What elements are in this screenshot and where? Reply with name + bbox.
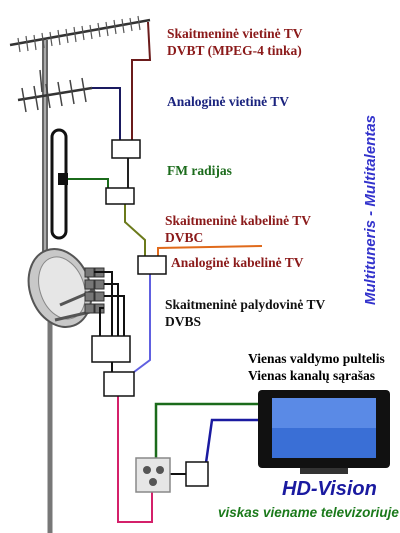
wire-pink [117, 396, 153, 523]
slogan: viskas viename televizoriuje ! [218, 505, 400, 520]
label-analog-local: Analoginė vietinė TV [167, 94, 290, 109]
wire-satellite-lnb [94, 271, 125, 336]
yagi-antenna-middle-icon [17, 69, 93, 113]
label-remote-line1: Vienas valdymo pultelis [248, 351, 385, 366]
wall-socket-icon [135, 457, 171, 493]
wire-cable-orange [157, 245, 263, 256]
label-satellite-line2: DVBS [165, 314, 202, 329]
tv-icon [258, 390, 390, 474]
wire-splitter3-to-combiner [133, 274, 151, 373]
wire-green-tv [154, 402, 270, 470]
wire-analog-local [92, 87, 121, 140]
vertical-title: Multituneris - Multitalentas [362, 114, 379, 305]
label-analog-cable: Analoginė kabelinė TV [171, 255, 304, 270]
receiver-box [185, 461, 209, 487]
combiner-box [103, 371, 135, 397]
wire-blue-tv [203, 418, 270, 471]
yagi-antenna-top-icon [9, 15, 151, 53]
antenna-mast-icon [42, 40, 53, 533]
label-fm-radio: FM radijas [167, 163, 232, 178]
wire-dvbt [131, 21, 152, 140]
brand-name: HD-Vision [282, 478, 377, 500]
fm-dipole-antenna-icon [50, 128, 68, 240]
wire-splitter2-to-3 [124, 204, 146, 256]
wire-fm [68, 178, 109, 190]
multiswitch-box [91, 335, 131, 363]
satellite-dish-icon [27, 248, 105, 328]
label-dvbt-line2: DVBT (MPEG-4 tinka) [167, 43, 302, 58]
splitter-box-3 [137, 255, 167, 275]
label-remote-line2: Vienas kanalų sąrašas [248, 368, 376, 383]
label-dvbt-line1: Skaitmeninė vietinė TV [167, 26, 303, 41]
label-digital-cable-line2: DVBC [165, 230, 204, 245]
splitter-box-1 [111, 139, 141, 159]
splitter-box-2 [105, 187, 135, 205]
label-satellite-line1: Skaitmeninė palydovinė TV [165, 297, 326, 312]
label-digital-cable-line1: Skaitmeninė kabelinė TV [165, 213, 312, 228]
